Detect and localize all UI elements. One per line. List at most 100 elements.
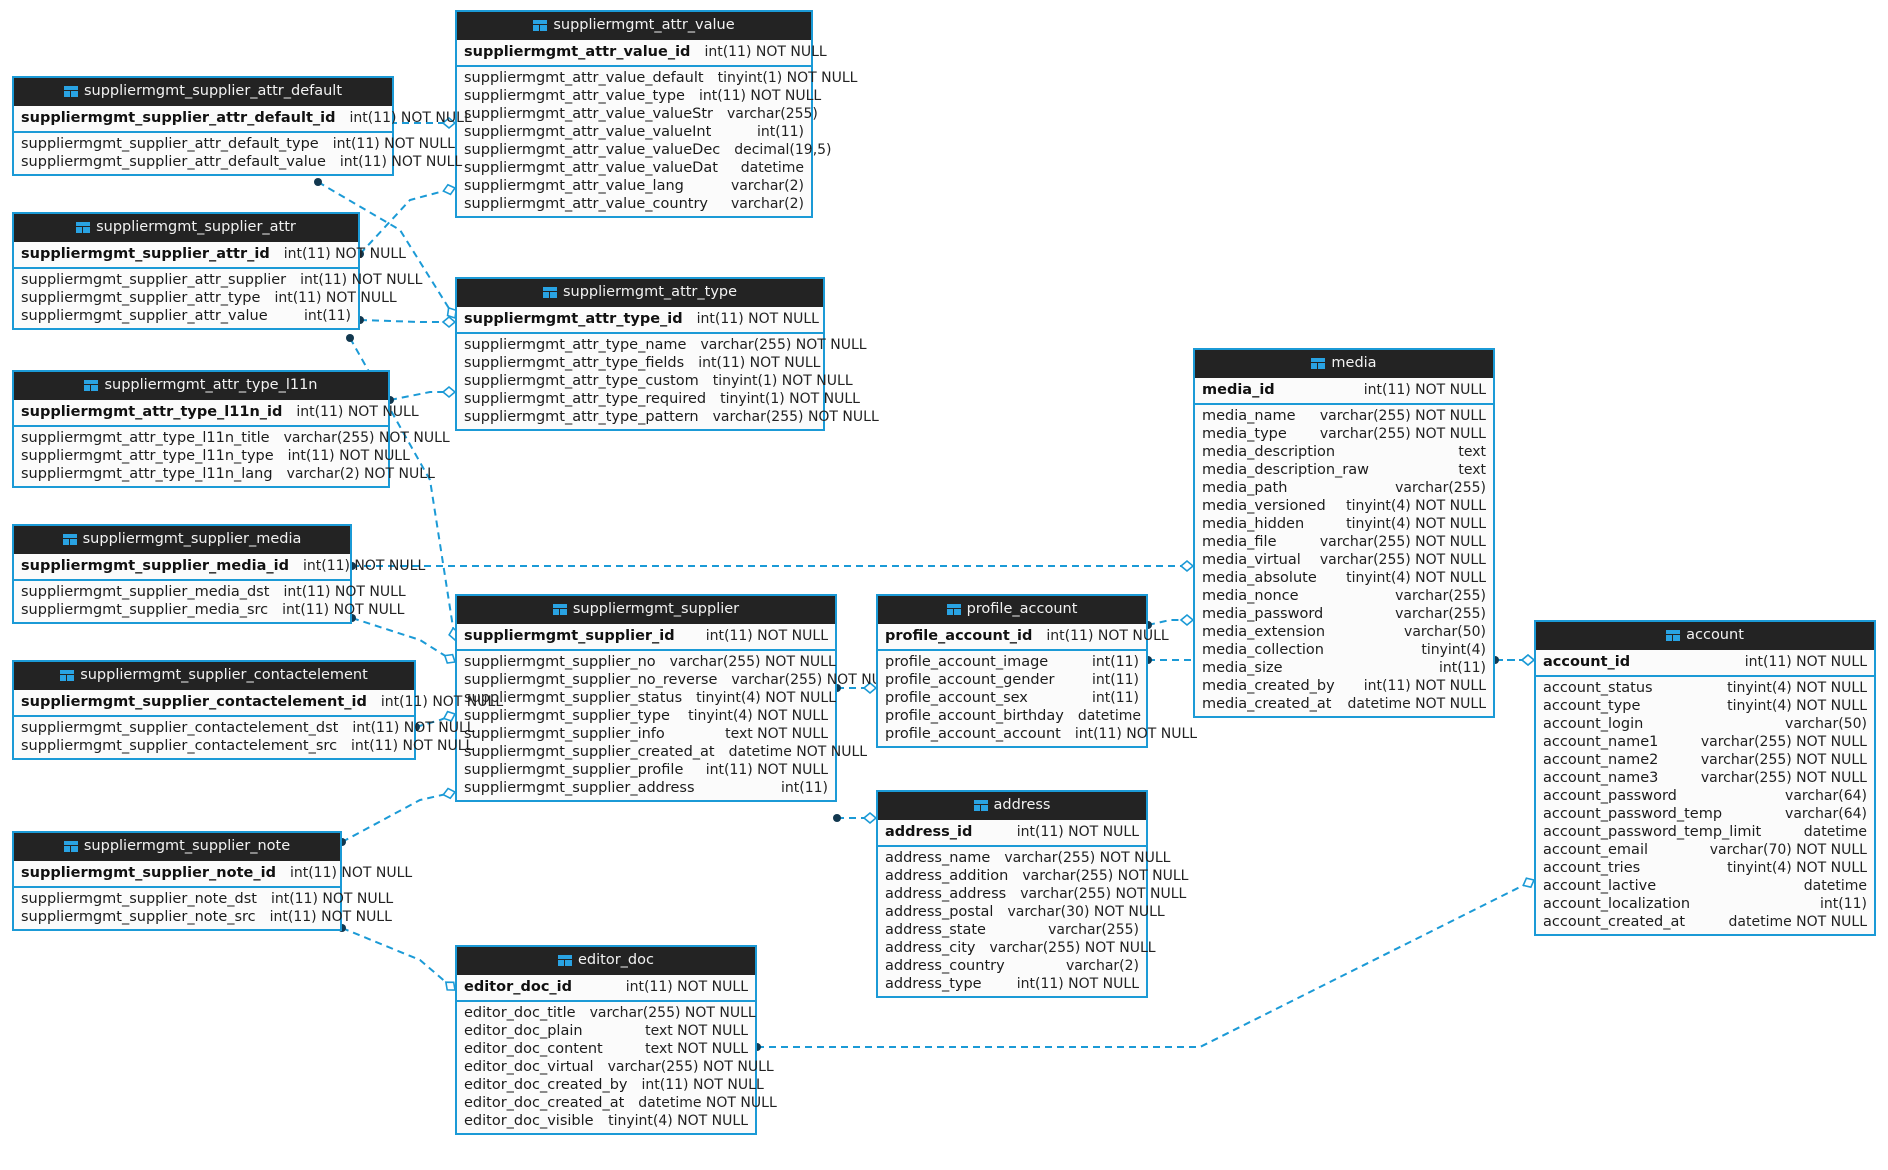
column-row[interactable]: suppliermgmt_supplier_contactelement_src… bbox=[14, 737, 473, 755]
column-row[interactable]: suppliermgmt_supplier_contactelement_dst… bbox=[14, 719, 475, 737]
